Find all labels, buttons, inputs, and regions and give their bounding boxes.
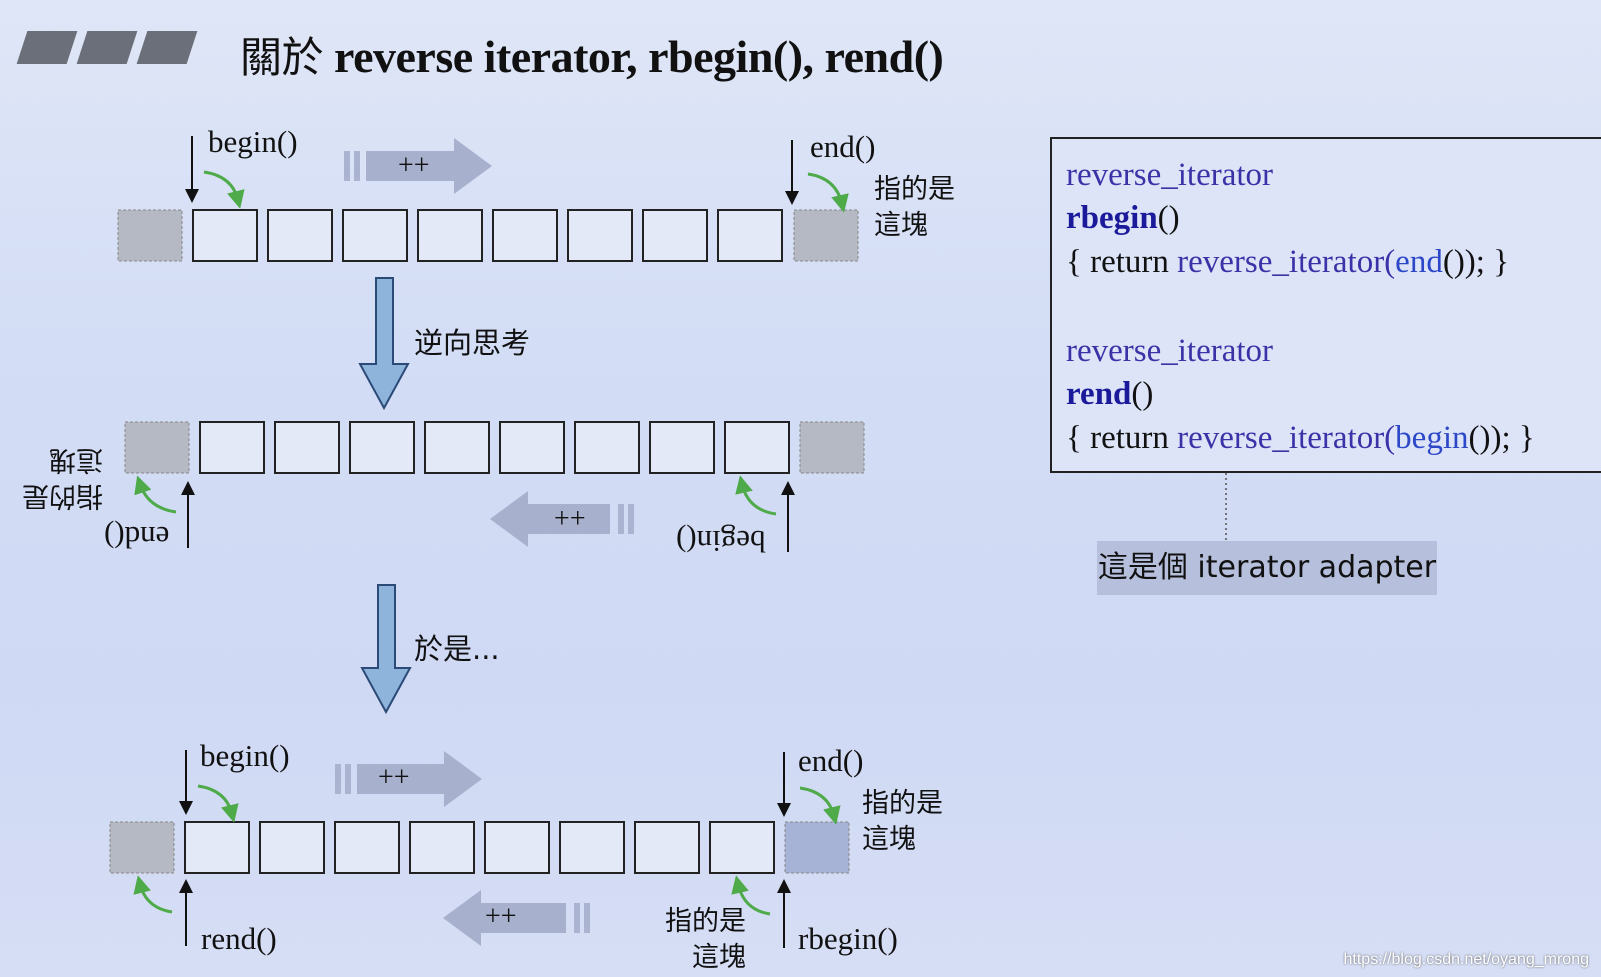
row3-increment-top-label: ++	[378, 762, 410, 793]
row2-points-line2: 這塊	[49, 444, 103, 475]
row2-cell	[724, 421, 790, 474]
row2-cell	[649, 421, 715, 474]
row2-end-green-arrow	[134, 475, 177, 514]
title-prefix: 關於	[240, 33, 324, 82]
code-fn1-parens: ()	[1157, 200, 1180, 236]
code-fn2-parens: ()	[1131, 376, 1154, 412]
row3-begin-green-arrow	[197, 784, 239, 823]
row3-end-green-arrow	[799, 786, 841, 825]
row2-begin-label: begin()	[676, 524, 766, 559]
row2-cell	[424, 421, 490, 474]
code-fn-rbegin: rbegin	[1066, 200, 1158, 236]
code-type-2: reverse_iterator	[1066, 333, 1274, 369]
row3-cell	[184, 821, 250, 874]
row2-points-line1: 指的是	[22, 480, 103, 511]
step2-label: 於是...	[414, 632, 500, 666]
step1-label: 逆向思考	[414, 326, 531, 360]
code-box: reverse_iterator rbegin() { return rever…	[1050, 137, 1601, 473]
row1-cell	[267, 209, 333, 262]
row1-cell	[642, 209, 708, 262]
row1-cell-before-begin	[117, 209, 183, 262]
row3-cell	[709, 821, 775, 874]
step1-down-arrow	[358, 277, 410, 411]
code-body2-open: { return	[1066, 420, 1178, 456]
page-title: 關於 reverse iterator, rbegin(), rend()	[240, 24, 944, 85]
row3-cell-rend	[109, 821, 175, 874]
row3-points-line2: 這塊	[862, 824, 916, 855]
row3-cell	[559, 821, 625, 874]
row3-rbegin-label: rbegin()	[798, 921, 898, 956]
row2-increment-arrow	[490, 491, 634, 547]
row1-cell	[342, 209, 408, 262]
row3-cells	[109, 821, 850, 874]
code-body1-arg: end	[1395, 244, 1443, 280]
row3-cell	[634, 821, 700, 874]
row2-cell-after	[799, 421, 865, 474]
row1-cell	[567, 209, 633, 262]
step2-down-arrow	[360, 584, 412, 715]
row1-points-line2: 這塊	[874, 210, 928, 241]
adapter-note: 這是個 iterator adapter	[1097, 541, 1437, 595]
adapter-note-text: 這是個 iterator adapter	[1097, 550, 1437, 585]
code-body2-ctor: reverse_iterator(	[1177, 420, 1396, 456]
row3-points-line1: 指的是	[862, 788, 943, 819]
row2-cell	[574, 421, 640, 474]
title-rest: reverse iterator, rbegin(), rend()	[334, 31, 944, 82]
row2-cell	[274, 421, 340, 474]
code-signature-2: rend()	[1066, 378, 1153, 411]
code-signature-1: rbegin()	[1066, 202, 1180, 235]
row3-cell-end	[784, 821, 850, 874]
row2-cell	[349, 421, 415, 474]
row1-begin-label: begin()	[208, 124, 298, 159]
row2-cells	[124, 421, 865, 474]
row1-cells	[117, 209, 859, 262]
code-body1-close: ()); }	[1442, 244, 1510, 280]
row1-begin-green-arrow	[203, 170, 245, 209]
row3-end-label: end()	[798, 743, 864, 778]
row2-cell	[199, 421, 265, 474]
row3-rend-green-arrow	[133, 875, 173, 914]
code-body1-ctor: reverse_iterator(	[1177, 244, 1396, 280]
row1-points-line1: 指的是	[874, 174, 955, 205]
row3-points2-line2: 這塊	[692, 942, 746, 973]
row3-increment-bottom-label: ++	[485, 901, 517, 932]
row1-cell-end	[793, 209, 859, 262]
row1-points-label: 指的是 這塊	[874, 172, 955, 244]
row2-cell	[499, 421, 565, 474]
row3-begin-label: begin()	[200, 738, 290, 773]
row1-end-label: end()	[810, 129, 876, 164]
row2-end-label: end()	[104, 520, 170, 555]
row2-points-label: 指的是 這塊	[22, 441, 103, 513]
row3-cell	[334, 821, 400, 874]
row1-cell	[717, 209, 783, 262]
code-fn-rend: rend	[1066, 376, 1132, 412]
row3-points2-label: 指的是 這塊	[662, 904, 746, 976]
code-body-2: { return reverse_iterator(begin()); }	[1066, 422, 1535, 455]
row3-increment-arrow-bottom	[443, 890, 590, 946]
row3-increment-arrow-top	[335, 751, 482, 807]
row2-cell-end	[124, 421, 190, 474]
code-body-1: { return reverse_iterator(end()); }	[1066, 246, 1509, 279]
row3-rbegin-green-arrow	[731, 875, 771, 916]
row3-points2-line1: 指的是	[665, 906, 746, 937]
row1-increment-arrow	[344, 138, 492, 194]
row3-cell	[484, 821, 550, 874]
row3-cell	[409, 821, 475, 874]
row3-cell	[259, 821, 325, 874]
row1-cell	[192, 209, 258, 262]
row2-increment-label: ++	[554, 501, 586, 532]
row3-rend-label: rend()	[201, 921, 277, 956]
watermark: https://blog.csdn.net/oyang_mrong	[1343, 951, 1590, 968]
row3-points-label: 指的是 這塊	[862, 786, 943, 858]
code-body1-open: { return	[1066, 244, 1178, 280]
code-type-1: reverse_iterator	[1066, 157, 1274, 193]
row1-end-green-arrow	[807, 172, 849, 213]
code-body2-close: ()); }	[1468, 420, 1535, 456]
row1-cell	[492, 209, 558, 262]
row1-increment-label: ++	[398, 150, 430, 181]
row1-cell	[417, 209, 483, 262]
row2-begin-green-arrow	[735, 475, 777, 516]
code-body2-arg: begin	[1395, 420, 1469, 456]
